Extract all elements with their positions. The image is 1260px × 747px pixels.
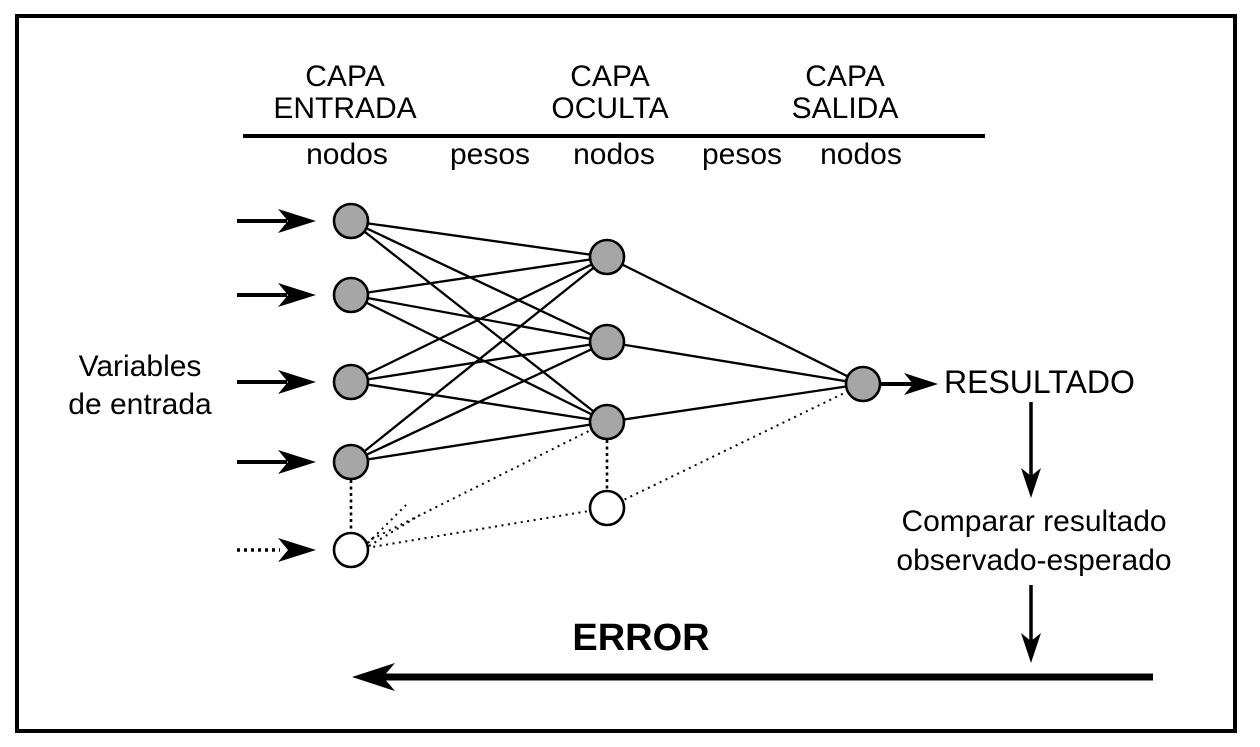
result-section: RESULTADO Comparar resultado observado-e… xyxy=(881,364,1172,663)
dotted-edge-stub xyxy=(367,504,407,544)
error-section: ERROR xyxy=(352,617,1153,691)
input-node-2 xyxy=(332,276,370,314)
sublabel-nodos-3: nodos xyxy=(820,138,902,171)
header-capa-oculta-line2: OCULTA xyxy=(551,92,668,125)
edge xyxy=(350,420,608,464)
edge xyxy=(350,219,608,259)
header-capa-oculta-line1: CAPA xyxy=(570,60,649,93)
input-arrowhead-2 xyxy=(278,283,316,307)
output-arrowhead xyxy=(904,373,938,395)
dotted-edge xyxy=(606,383,864,509)
header-capa-entrada-line1: CAPA xyxy=(305,60,384,93)
sublabel-pesos-2: pesos xyxy=(702,138,782,171)
hidden-node-extra xyxy=(588,489,626,527)
layer-header: CAPA ENTRADA CAPA OCULTA CAPA SALIDA nod… xyxy=(243,60,985,171)
input-arrowhead-dotted xyxy=(278,538,316,562)
header-capa-entrada-line2: ENTRADA xyxy=(273,92,416,125)
edge xyxy=(350,220,608,423)
hidden-node-3 xyxy=(588,403,626,441)
nodes xyxy=(332,202,882,569)
output-node xyxy=(844,365,882,403)
result-label: RESULTADO xyxy=(944,364,1135,400)
sublabel-nodos-1: nodos xyxy=(306,138,388,171)
edge xyxy=(606,340,864,386)
compare-label-line1: Comparar resultado xyxy=(901,505,1166,538)
input-node-3 xyxy=(332,363,370,401)
input-node-extra xyxy=(332,531,370,569)
edge xyxy=(350,255,608,384)
edge xyxy=(350,219,608,344)
input-arrowhead-4 xyxy=(278,450,316,474)
hidden-node-2 xyxy=(588,323,626,361)
compare-label-line2: observado-esperado xyxy=(896,544,1171,577)
edges-hidden-output xyxy=(606,255,864,424)
error-label: ERROR xyxy=(572,617,709,659)
edge xyxy=(350,256,608,463)
input-variables-line1: Variables xyxy=(79,350,202,383)
input-arrowhead-1 xyxy=(278,209,316,233)
error-return-arrowhead xyxy=(352,663,395,691)
input-variables-label: Variables de entrada xyxy=(68,350,212,421)
result-down-arrowhead xyxy=(1021,468,1041,498)
edge xyxy=(606,255,864,386)
sublabel-pesos-1: pesos xyxy=(450,138,530,171)
input-node-4 xyxy=(332,443,370,481)
header-capa-salida-line2: SALIDA xyxy=(792,92,899,125)
dotted-edge xyxy=(353,421,608,549)
header-capa-salida-line1: CAPA xyxy=(805,60,884,93)
input-node-1 xyxy=(332,202,370,240)
input-arrows xyxy=(237,209,316,562)
input-arrowhead-3 xyxy=(278,370,316,394)
input-variables-line2: de entrada xyxy=(68,388,212,421)
edge xyxy=(606,382,864,424)
edge xyxy=(350,340,608,384)
compare-down-arrowhead xyxy=(1021,633,1041,663)
hidden-node-1 xyxy=(588,238,626,276)
edge xyxy=(350,340,608,464)
edge xyxy=(350,255,608,297)
edges-dotted xyxy=(349,383,864,551)
sublabel-nodos-2: nodos xyxy=(573,138,655,171)
edges-input-hidden xyxy=(350,219,608,464)
